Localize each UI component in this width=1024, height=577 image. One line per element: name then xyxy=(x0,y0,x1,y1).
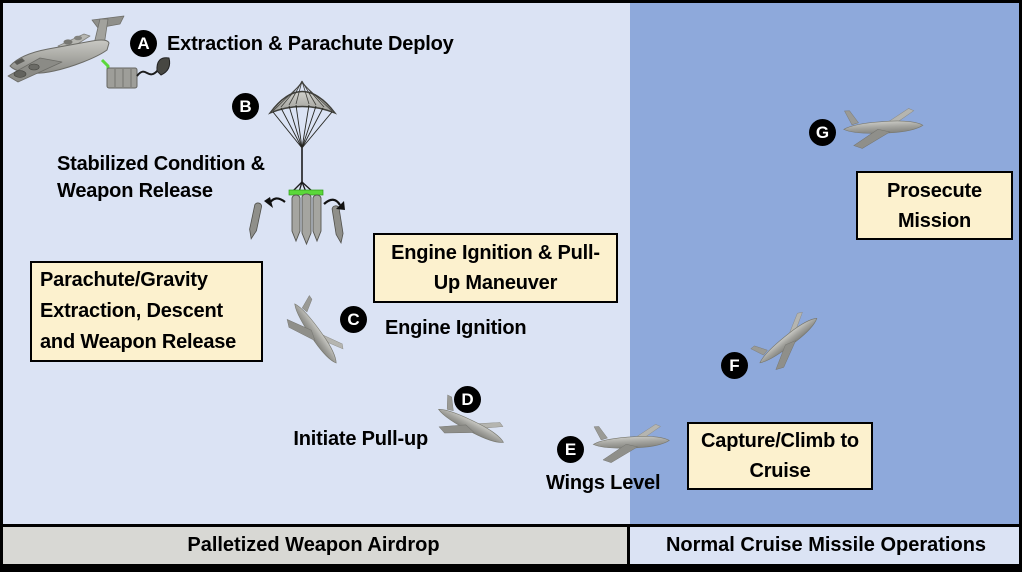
callout-line: Mission xyxy=(897,209,972,232)
extraction-line xyxy=(136,69,159,77)
cruise-missile-icon-stage-c xyxy=(273,290,354,379)
callout-line: Prosecute xyxy=(887,179,982,202)
step-badge-c: C xyxy=(340,306,367,333)
callout-parachute-extraction: Parachute/Gravity Extraction, Descent an… xyxy=(30,261,263,362)
step-caption-c: Engine Ignition xyxy=(385,317,527,339)
callout-line: and Weapon Release xyxy=(40,331,237,353)
step-letter-e: E xyxy=(564,439,577,459)
step-letter-a: A xyxy=(137,33,150,53)
cruise-missile-icon-stage-g xyxy=(840,102,927,156)
caption-line: Weapon Release xyxy=(57,180,213,202)
step-badge-a: A xyxy=(130,30,157,57)
callout-capture-climb: Capture/Climb to Cruise xyxy=(687,422,873,490)
step-letter-d: D xyxy=(461,389,474,409)
parachute-canopy xyxy=(267,90,338,115)
cargo-aircraft-icon xyxy=(7,15,171,89)
step-badge-b: B xyxy=(232,93,259,120)
step-badge-d: D xyxy=(454,386,481,413)
released-weapon-left xyxy=(249,202,263,240)
step-letter-f: F xyxy=(729,355,740,375)
weapon-bundle xyxy=(291,193,322,246)
cruise-missile-icon-stage-f xyxy=(745,300,833,383)
cruise-missile-icon-stage-d xyxy=(425,389,515,465)
callout-line: Parachute/Gravity xyxy=(40,269,208,291)
callout-line: Extraction, Descent xyxy=(40,300,223,322)
step-badge-g: G xyxy=(809,119,836,146)
callout-line: Cruise xyxy=(749,460,811,482)
footer-label-airdrop: Palletized Weapon Airdrop xyxy=(187,534,440,556)
release-arrow-right xyxy=(323,198,341,206)
step-badge-e: E xyxy=(557,436,584,463)
step-caption-a: Extraction & Parachute Deploy xyxy=(167,33,454,55)
footer-label-cruise: Normal Cruise Missile Operations xyxy=(665,534,987,556)
parachute-pallet-icon xyxy=(249,80,345,246)
caption-line: Stabilized Condition & xyxy=(57,153,265,175)
footer-bar-airdrop: Palletized Weapon Airdrop xyxy=(0,524,630,572)
step-caption-d: Initiate Pull-up xyxy=(293,428,428,450)
callout-line: Capture/Climb to xyxy=(701,430,859,452)
step-letter-g: G xyxy=(815,122,830,142)
cruise-missile-icon-stage-e xyxy=(590,418,672,470)
released-weapon-right xyxy=(331,205,344,244)
step-letter-b: B xyxy=(239,96,252,116)
callout-line: Up Maneuver xyxy=(433,272,558,294)
callout-line: Engine Ignition & Pull- xyxy=(391,242,600,264)
step-letter-c: C xyxy=(347,309,360,329)
footer-bar-cruise: Normal Cruise Missile Operations xyxy=(630,524,1022,572)
step-badge-f: F xyxy=(721,352,748,379)
drogue-parachute-icon xyxy=(156,57,171,76)
callout-engine-ignition-pullup: Engine Ignition & Pull- Up Maneuver xyxy=(373,233,618,303)
callout-prosecute-mission: Prosecute Mission xyxy=(856,171,1013,240)
step-caption-e: Wings Level xyxy=(546,472,661,494)
step-caption-b: Stabilized Condition & Weapon Release xyxy=(57,151,265,205)
